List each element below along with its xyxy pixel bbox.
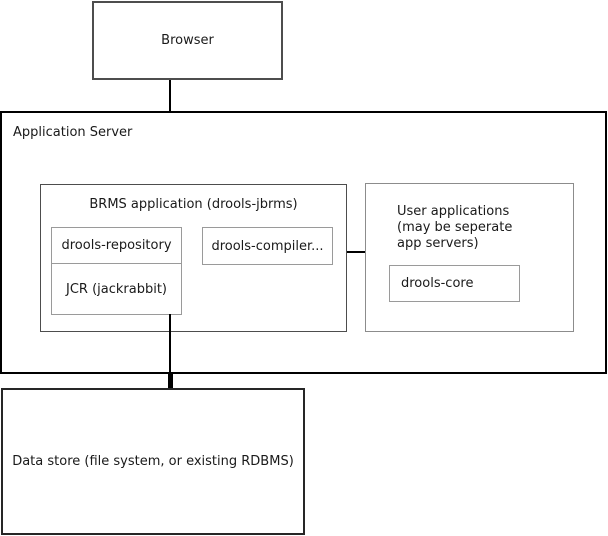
user-applications-label: User applications (may be seperate app s…	[397, 204, 512, 252]
application-server-label: Application Server	[13, 125, 133, 140]
browser-label: Browser	[161, 33, 214, 48]
jcr-jackrabbit-label: JCR (jackrabbit)	[66, 281, 167, 297]
drools-core-node: drools-core	[389, 265, 520, 302]
user-applications-label-line3: app servers)	[397, 236, 479, 251]
data-store-label: Data store (file system, or existing RDB…	[12, 454, 294, 469]
drools-repository-node: drools-repository	[51, 227, 182, 264]
drools-compiler-node: drools-compiler...	[202, 227, 333, 265]
connector-brms-userapps	[347, 251, 365, 253]
drools-core-label: drools-core	[401, 276, 474, 291]
connector-browser-appserver	[169, 80, 171, 111]
user-applications-node: User applications (may be seperate app s…	[365, 183, 574, 332]
connector-jcr-datastore	[169, 314, 171, 374]
data-store-node: Data store (file system, or existing RDB…	[1, 388, 305, 535]
drools-compiler-label: drools-compiler...	[211, 238, 324, 254]
browser-node: Browser	[92, 1, 283, 80]
jcr-jackrabbit-node: JCR (jackrabbit)	[51, 263, 182, 315]
brms-application-label: BRMS application (drools-jbrms)	[89, 197, 298, 212]
connector-appserver-datastore-stub	[168, 374, 173, 389]
user-applications-label-line2: (may be seperate	[397, 220, 513, 235]
drools-repository-label: drools-repository	[61, 238, 172, 253]
user-applications-label-line1: User applications	[397, 204, 510, 219]
